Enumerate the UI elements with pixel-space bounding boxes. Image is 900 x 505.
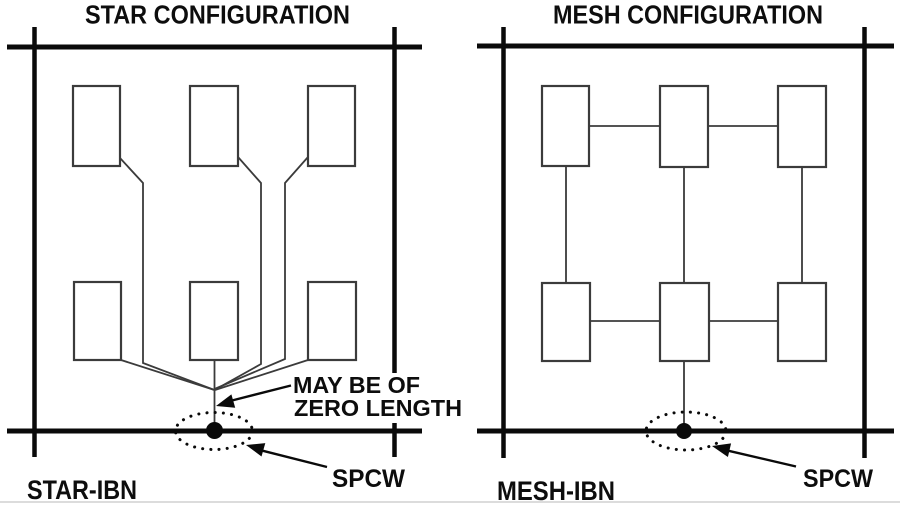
mesh-spcw-label: SPCW (803, 465, 873, 493)
mesh-spcw-arrowhead-icon (712, 443, 732, 457)
equipment-box (188, 84, 240, 168)
zero-length-note-line1: MAY BE OF (293, 372, 420, 398)
mesh-diagram: SPCW MESH CONFIGURATION MESH-IBN (477, 0, 894, 505)
star-title: STAR CONFIGURATION (85, 0, 350, 30)
bottom-rule (0, 501, 900, 503)
equipment-box (540, 281, 592, 363)
mesh-title: MESH CONFIGURATION (553, 0, 823, 30)
equipment-box (776, 281, 828, 363)
star-network-label: STAR-IBN (27, 475, 137, 505)
mesh-spcw-ellipse (644, 410, 728, 452)
equipment-box (306, 280, 358, 362)
equipment-box (71, 84, 122, 168)
star-bonding-conductor (119, 157, 215, 391)
star-spcw-arrow-line (260, 449, 328, 469)
equipment-box (776, 84, 828, 169)
equipment-box (658, 281, 711, 363)
star-bonding-conductor (214, 156, 309, 390)
star-bonding-conductor (120, 359, 215, 391)
equipment-box (540, 84, 591, 168)
star-bonding-conductor (214, 156, 262, 391)
equipment-box (188, 280, 240, 362)
mesh-spcw-dot (676, 423, 692, 439)
equipment-box (72, 280, 123, 362)
zero-length-arrow-line (231, 384, 292, 402)
note-text-backing (289, 373, 466, 423)
mesh-network-label: MESH-IBN (497, 476, 615, 505)
star-diagram: MAY BE OF ZERO LENGTH SPCW STAR CONFIGUR… (7, 0, 466, 505)
mesh-spcw-arrow-line (726, 449, 797, 468)
star-spcw-ellipse (174, 411, 254, 451)
equipment-box (658, 84, 710, 169)
star-spcw-arrowhead-icon (246, 443, 266, 457)
equipment-box (306, 84, 357, 168)
zero-length-note-line2: ZERO LENGTH (294, 395, 462, 421)
zero-length-arrowhead-icon (216, 394, 236, 408)
star-spcw-dot (206, 422, 223, 439)
star-bonding-conductor (214, 359, 309, 391)
star-spcw-label: SPCW (332, 465, 405, 493)
